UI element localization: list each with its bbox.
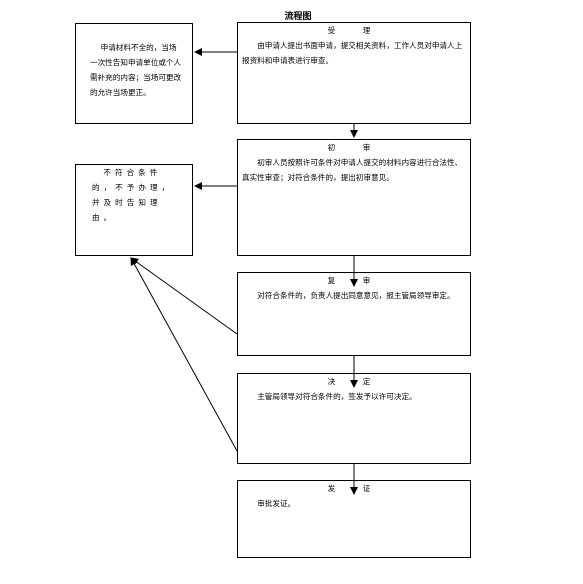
step-issue-certificate-box: 发 证 审批发证。 (237, 480, 471, 558)
step-decision-text: 主管局领导对符合条件的，签发予以许可决定。 (257, 392, 417, 401)
arrow-decision-to-rejection (130, 257, 238, 452)
step-accept-heading: 受 理 (327, 26, 381, 35)
step-initial-review-box: 初 审 初审人员按照许可条件对申请人提交的材料内容进行合法性、真实性审查；对符合… (237, 139, 471, 256)
step-second-review-heading: 复 审 (327, 276, 381, 285)
step-issue-certificate-text: 审批发证。 (257, 499, 296, 508)
supplement-note-box: 申请材料不全的，当场一次性告知申请单位或个人需补充的内容；当场可更改的允许当场更… (75, 23, 193, 124)
step-issue-certificate-heading: 发 证 (327, 484, 381, 493)
step-second-review-text: 对符合条件的，负责人提出同意意见，报主管局领导审定。 (257, 291, 455, 300)
rejection-note-text: 不符合条件的，不予办理，并及时告知理由。 (92, 168, 174, 222)
rejection-note-box: 不符合条件的，不予办理，并及时告知理由。 (75, 164, 193, 256)
step-initial-review-text: 初审人员按照许可条件对申请人提交的材料内容进行合法性、真实性审查；对符合条件的，… (242, 158, 463, 182)
step-initial-review-heading: 初 审 (327, 143, 381, 152)
arrow-review-to-rejection (130, 257, 238, 335)
step-accept-text: 由申请人提出书面申请，提交相关资料，工作人员对申请人上报资料和申请表进行审查。 (242, 41, 463, 65)
diagram-title: 流程图 (284, 12, 312, 22)
step-accept-box: 受 理 由申请人提出书面申请，提交相关资料，工作人员对申请人上报资料和申请表进行… (237, 22, 471, 124)
step-decision-heading: 决 定 (327, 377, 381, 386)
supplement-note-text: 申请材料不全的，当场一次性告知申请单位或个人需补充的内容；当场可更改的允许当场更… (90, 43, 182, 97)
step-decision-box: 决 定 主管局领导对符合条件的，签发予以许可决定。 (237, 373, 471, 464)
